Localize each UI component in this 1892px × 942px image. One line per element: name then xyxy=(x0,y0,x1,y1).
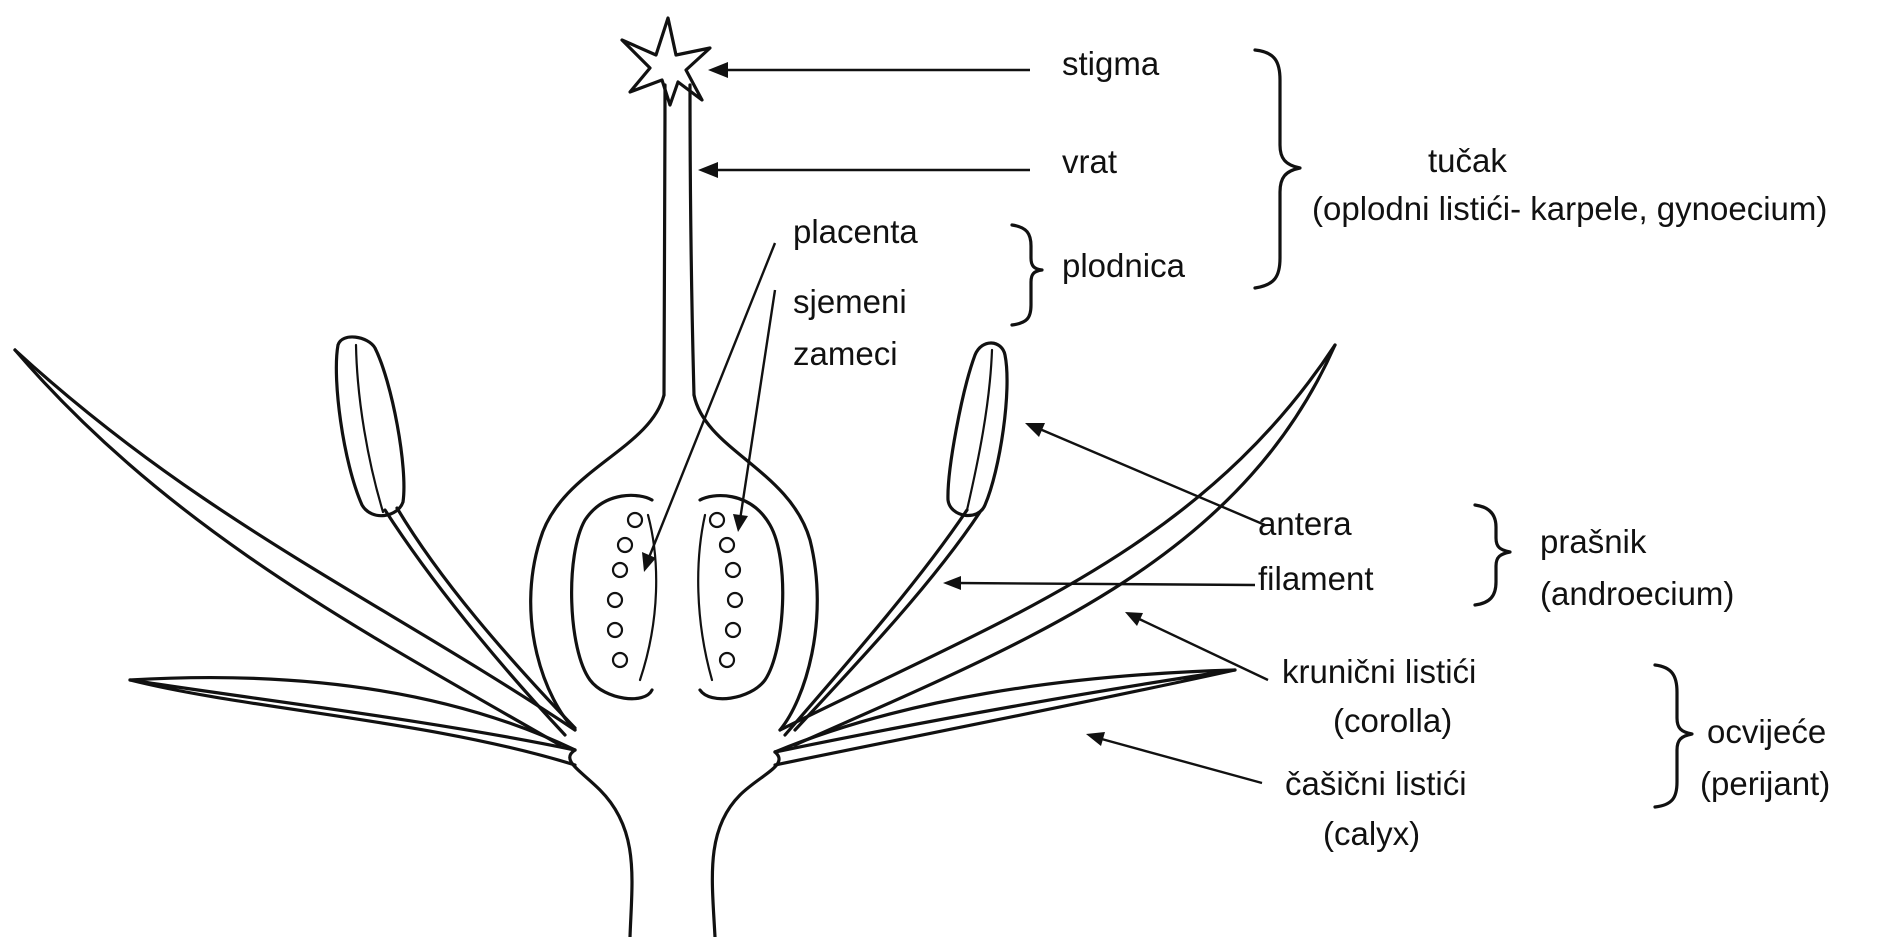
label-antera: antera xyxy=(1258,505,1352,542)
arrow-placenta xyxy=(642,243,775,572)
label-filament: filament xyxy=(1258,560,1374,597)
arrow-antera xyxy=(1025,423,1265,525)
label-krunicni: krunični listići xyxy=(1282,653,1476,690)
label-vrat: vrat xyxy=(1062,143,1117,180)
ovary xyxy=(531,395,818,730)
petal-left xyxy=(15,350,575,745)
stamen-left xyxy=(336,337,575,735)
arrow-sjemeni xyxy=(733,290,775,532)
arrow-filament xyxy=(943,576,1255,590)
label-zameci: zameci xyxy=(793,335,898,372)
label-casicni: čašični listići xyxy=(1285,765,1467,802)
label-calyx: (calyx) xyxy=(1323,815,1420,852)
label-perijant: (perijant) xyxy=(1700,765,1830,802)
label-androecium: (androecium) xyxy=(1540,575,1734,612)
label-sjemeni: sjemeni xyxy=(793,283,907,320)
label-plodnica: plodnica xyxy=(1062,247,1186,284)
petal-right xyxy=(780,345,1335,745)
label-stigma: stigma xyxy=(1062,45,1160,82)
arrow-stigma xyxy=(708,62,1030,78)
label-prasnik: prašnik xyxy=(1540,523,1647,560)
sepal-right xyxy=(775,670,1235,765)
arrow-casicni xyxy=(1086,732,1262,783)
label-placenta: placenta xyxy=(793,213,918,250)
stamen-right xyxy=(785,343,1007,735)
arrow-krunicni xyxy=(1125,612,1268,680)
label-ocvijece: ocvijeće xyxy=(1707,713,1826,750)
label-tucak-sub: (oplodni listići- karpele, gynoecium) xyxy=(1312,190,1827,227)
ovules-right xyxy=(698,513,742,680)
label-tucak: tučak xyxy=(1428,142,1507,179)
stem xyxy=(570,750,779,937)
style xyxy=(664,85,694,395)
arrow-vrat xyxy=(698,162,1030,178)
sepal-left xyxy=(130,678,575,765)
label-corolla: (corolla) xyxy=(1333,702,1452,739)
brace-plodnica xyxy=(1012,225,1042,325)
brace-tucak xyxy=(1255,50,1300,288)
ovules-left xyxy=(608,513,656,680)
brace-prasnik xyxy=(1475,505,1510,605)
brace-ocvijece xyxy=(1655,665,1692,807)
